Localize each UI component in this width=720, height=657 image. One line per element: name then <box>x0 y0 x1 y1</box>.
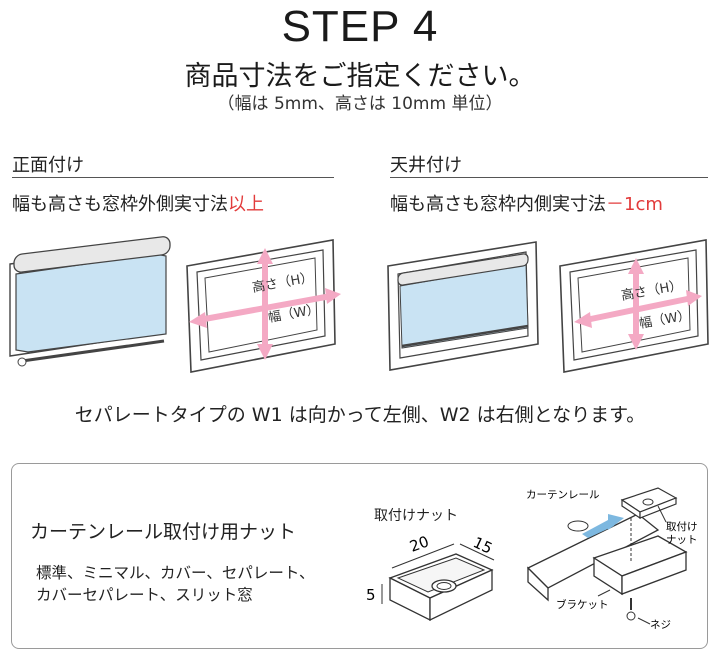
ceiling-mount-title: 天井付け <box>390 155 462 176</box>
dim-5-label: 5 <box>366 586 376 604</box>
rail-nut-compatible-types: 標準、ミニマル、カバー、セパレート、 カバーセパレート、スリット窓 <box>36 562 315 606</box>
separate-type-caption: セパレートタイプの W1 は向かって左側、W2 は右側となります。 <box>74 404 646 426</box>
step-title: STEP 4 <box>281 2 439 51</box>
nut-label-line2: ナット <box>666 534 698 546</box>
unit-note: （幅は 5mm、高さは 10mm 単位） <box>217 94 503 114</box>
bracket-label: ブラケット <box>556 598 609 611</box>
front-mount-divider <box>12 177 334 178</box>
rail-label: カーテンレール <box>526 489 600 501</box>
rail-assembly-drawing: カーテンレール 取付け ナット ブラケット ネジ <box>526 487 698 631</box>
dim-15-label: 15 <box>470 533 495 557</box>
nut-label-line1: 取付け <box>666 520 698 533</box>
ceiling-mount-divider <box>390 177 708 178</box>
screw-label: ネジ <box>650 619 671 631</box>
nut-dimension-drawing: 20 15 5 <box>366 532 495 622</box>
rail-nut-title: カーテンレール取付け用ナット <box>30 521 297 543</box>
front-mount-frame-diagram: 高さ（H） 幅（W） <box>186 239 341 373</box>
rail-nut-panel <box>11 463 708 649</box>
ceiling-mount-rule: 幅も高さも窓枠内側実寸法－1cm <box>390 194 663 215</box>
front-mount-rule: 幅も高さも窓枠外側実寸法以上 <box>12 194 264 215</box>
ceiling-mount-frame-diagram: 高さ（H） 幅（W） <box>559 239 709 373</box>
page-subtitle: 商品寸法をご指定ください。 <box>184 61 536 92</box>
rail-types-line2: カバーセパレート、スリット窓 <box>36 586 253 604</box>
front-mount-title: 正面付け <box>12 155 84 176</box>
dim-20-label: 20 <box>407 532 431 555</box>
nut-diagram-label: 取付けナット <box>374 508 458 524</box>
rail-types-line1: 標準、ミニマル、カバー、セパレート、 <box>36 564 315 582</box>
front-mount-blind-illustration <box>9 236 171 367</box>
ceiling-mount-blind-illustration <box>387 241 539 371</box>
